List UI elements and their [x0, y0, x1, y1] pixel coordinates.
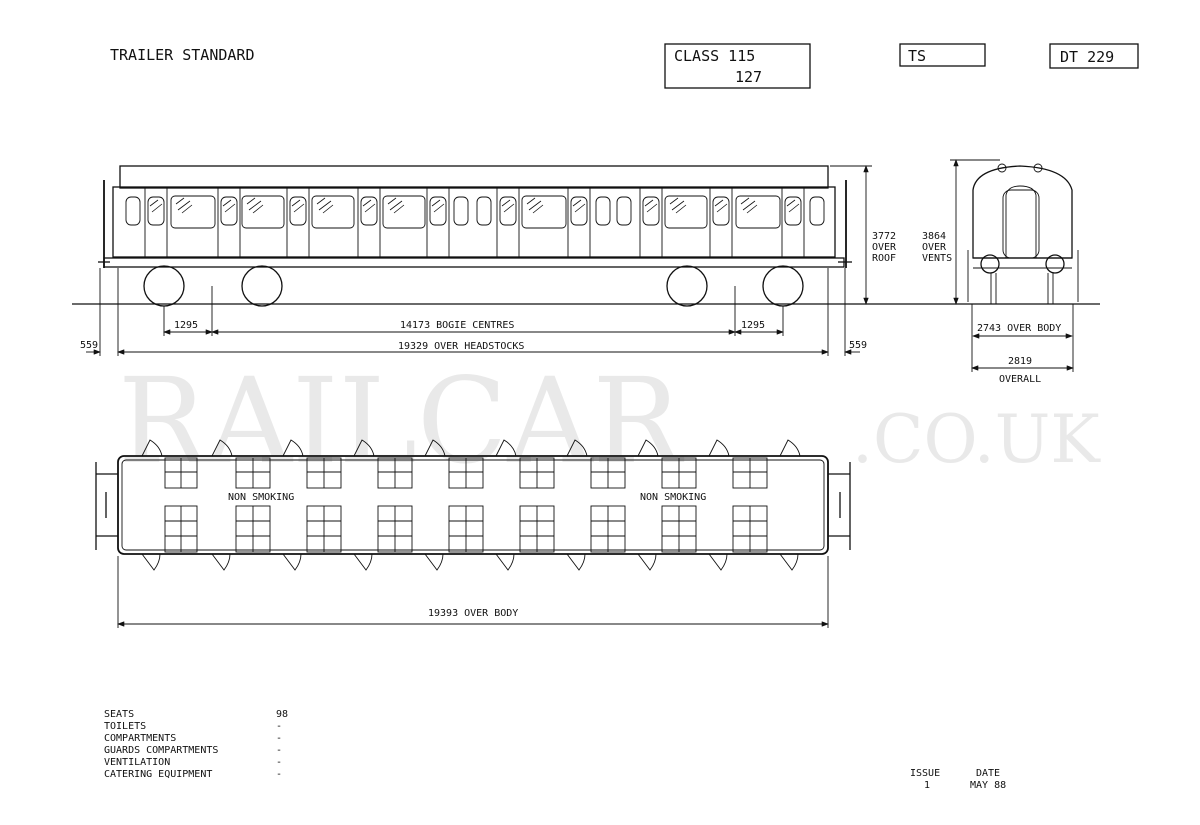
- bogie-wheels: [143, 265, 804, 307]
- class-number: CLASS 115: [674, 47, 755, 65]
- watermark-main: RAILCAR: [118, 352, 685, 490]
- non-smoking-label-right: NON SMOKING: [640, 492, 706, 503]
- spec-value: -: [276, 769, 282, 780]
- class-subnumber: 127: [735, 68, 762, 86]
- spec-label: VENTILATION: [104, 757, 170, 768]
- wheel: [143, 265, 185, 307]
- door-set: [144, 186, 805, 258]
- end-gangway: [1005, 185, 1037, 258]
- end-buffer-left: [980, 254, 1000, 274]
- body-outline: [112, 186, 836, 258]
- diagram-code: DT 229: [1060, 48, 1114, 66]
- roof-outline: [119, 165, 829, 189]
- saloon-windows: [170, 195, 781, 229]
- end-elevation: 3864 OVER VENTS 2743 OVER BODY 2819 OVER…: [922, 159, 1100, 385]
- issue-block: ISSUE 1 DATE MAY 88: [910, 768, 1006, 791]
- wheel: [241, 265, 283, 307]
- spec-label: SEATS: [104, 709, 134, 720]
- date-value: MAY 88: [970, 780, 1006, 791]
- bogie-wheelbase-left: 1295: [174, 320, 198, 331]
- spec-value: -: [276, 757, 282, 768]
- height-over-vents-value: 3864: [922, 231, 946, 242]
- plan-body-outline: [117, 455, 829, 555]
- spec-table: SEATS 98 TOILETS - COMPARTMENTS - GUARDS…: [104, 709, 288, 780]
- bogie-wheelbase-right: 1295: [741, 320, 765, 331]
- width-overall-label: OVERALL: [999, 374, 1041, 385]
- drawing-title: TRAILER STANDARD: [110, 46, 255, 64]
- watermark: RAILCAR .CO.UK: [118, 352, 1101, 490]
- roof-vent: [1033, 163, 1043, 173]
- issue-label: ISSUE: [910, 768, 940, 779]
- spec-value: -: [276, 745, 282, 756]
- type-code: TS: [908, 47, 926, 65]
- overhang-right: 559: [849, 340, 867, 351]
- class-box: [664, 43, 811, 89]
- spec-value: -: [276, 721, 282, 732]
- height-over-vents-line3: VENTS: [922, 253, 952, 264]
- wheel: [762, 265, 804, 307]
- title-block: TRAILER STANDARD CLASS 115 127 TS DT 229: [110, 43, 1139, 89]
- plan-view: NON SMOKING NON SMOKING 19393 OVER BODY: [95, 439, 851, 628]
- spec-value: -: [276, 733, 282, 744]
- height-over-vents-line2: OVER: [922, 242, 947, 253]
- date-label: DATE: [976, 768, 1000, 779]
- spec-value: 98: [276, 709, 288, 720]
- seat-bays-bottom: [164, 505, 768, 553]
- spec-label: COMPARTMENTS: [104, 733, 176, 744]
- spec-label: TOILETS: [104, 721, 146, 732]
- non-smoking-label-left: NON SMOKING: [228, 492, 294, 503]
- dimension-lines: [86, 165, 872, 355]
- roof-vent: [997, 163, 1007, 173]
- overhang-left: 559: [80, 340, 98, 351]
- end-body-outline: [972, 165, 1073, 259]
- side-elevation: 1295 14173 BOGIE CENTRES 1295 559 19329 …: [72, 165, 935, 356]
- window-hatching: [149, 197, 800, 214]
- end-buffer-right: [1045, 254, 1065, 274]
- width-overall-value: 2819: [1008, 356, 1032, 367]
- door-windows: [125, 196, 825, 226]
- height-over-roof-line2: OVER: [872, 242, 897, 253]
- spec-label: CATERING EQUIPMENT: [104, 769, 212, 780]
- plan-over-body-dim: 19393 OVER BODY: [428, 608, 518, 619]
- spec-label: GUARDS COMPARTMENTS: [104, 745, 218, 756]
- solebar: [103, 257, 845, 268]
- diagram-code-box: [1049, 43, 1139, 69]
- door-swings: [141, 439, 801, 571]
- issue-value: 1: [924, 780, 930, 791]
- height-over-roof-value: 3772: [872, 231, 896, 242]
- wheel: [666, 265, 708, 307]
- watermark-suffix: .CO.UK: [852, 401, 1101, 478]
- seat-bays-top: [164, 457, 768, 489]
- type-code-box: [899, 43, 986, 67]
- height-over-roof-line3: ROOF: [872, 253, 896, 264]
- width-over-body: 2743 OVER BODY: [977, 323, 1061, 334]
- bogie-centres-dim: 14173 BOGIE CENTRES: [400, 320, 514, 331]
- over-headstocks-dim: 19329 OVER HEADSTOCKS: [398, 341, 524, 352]
